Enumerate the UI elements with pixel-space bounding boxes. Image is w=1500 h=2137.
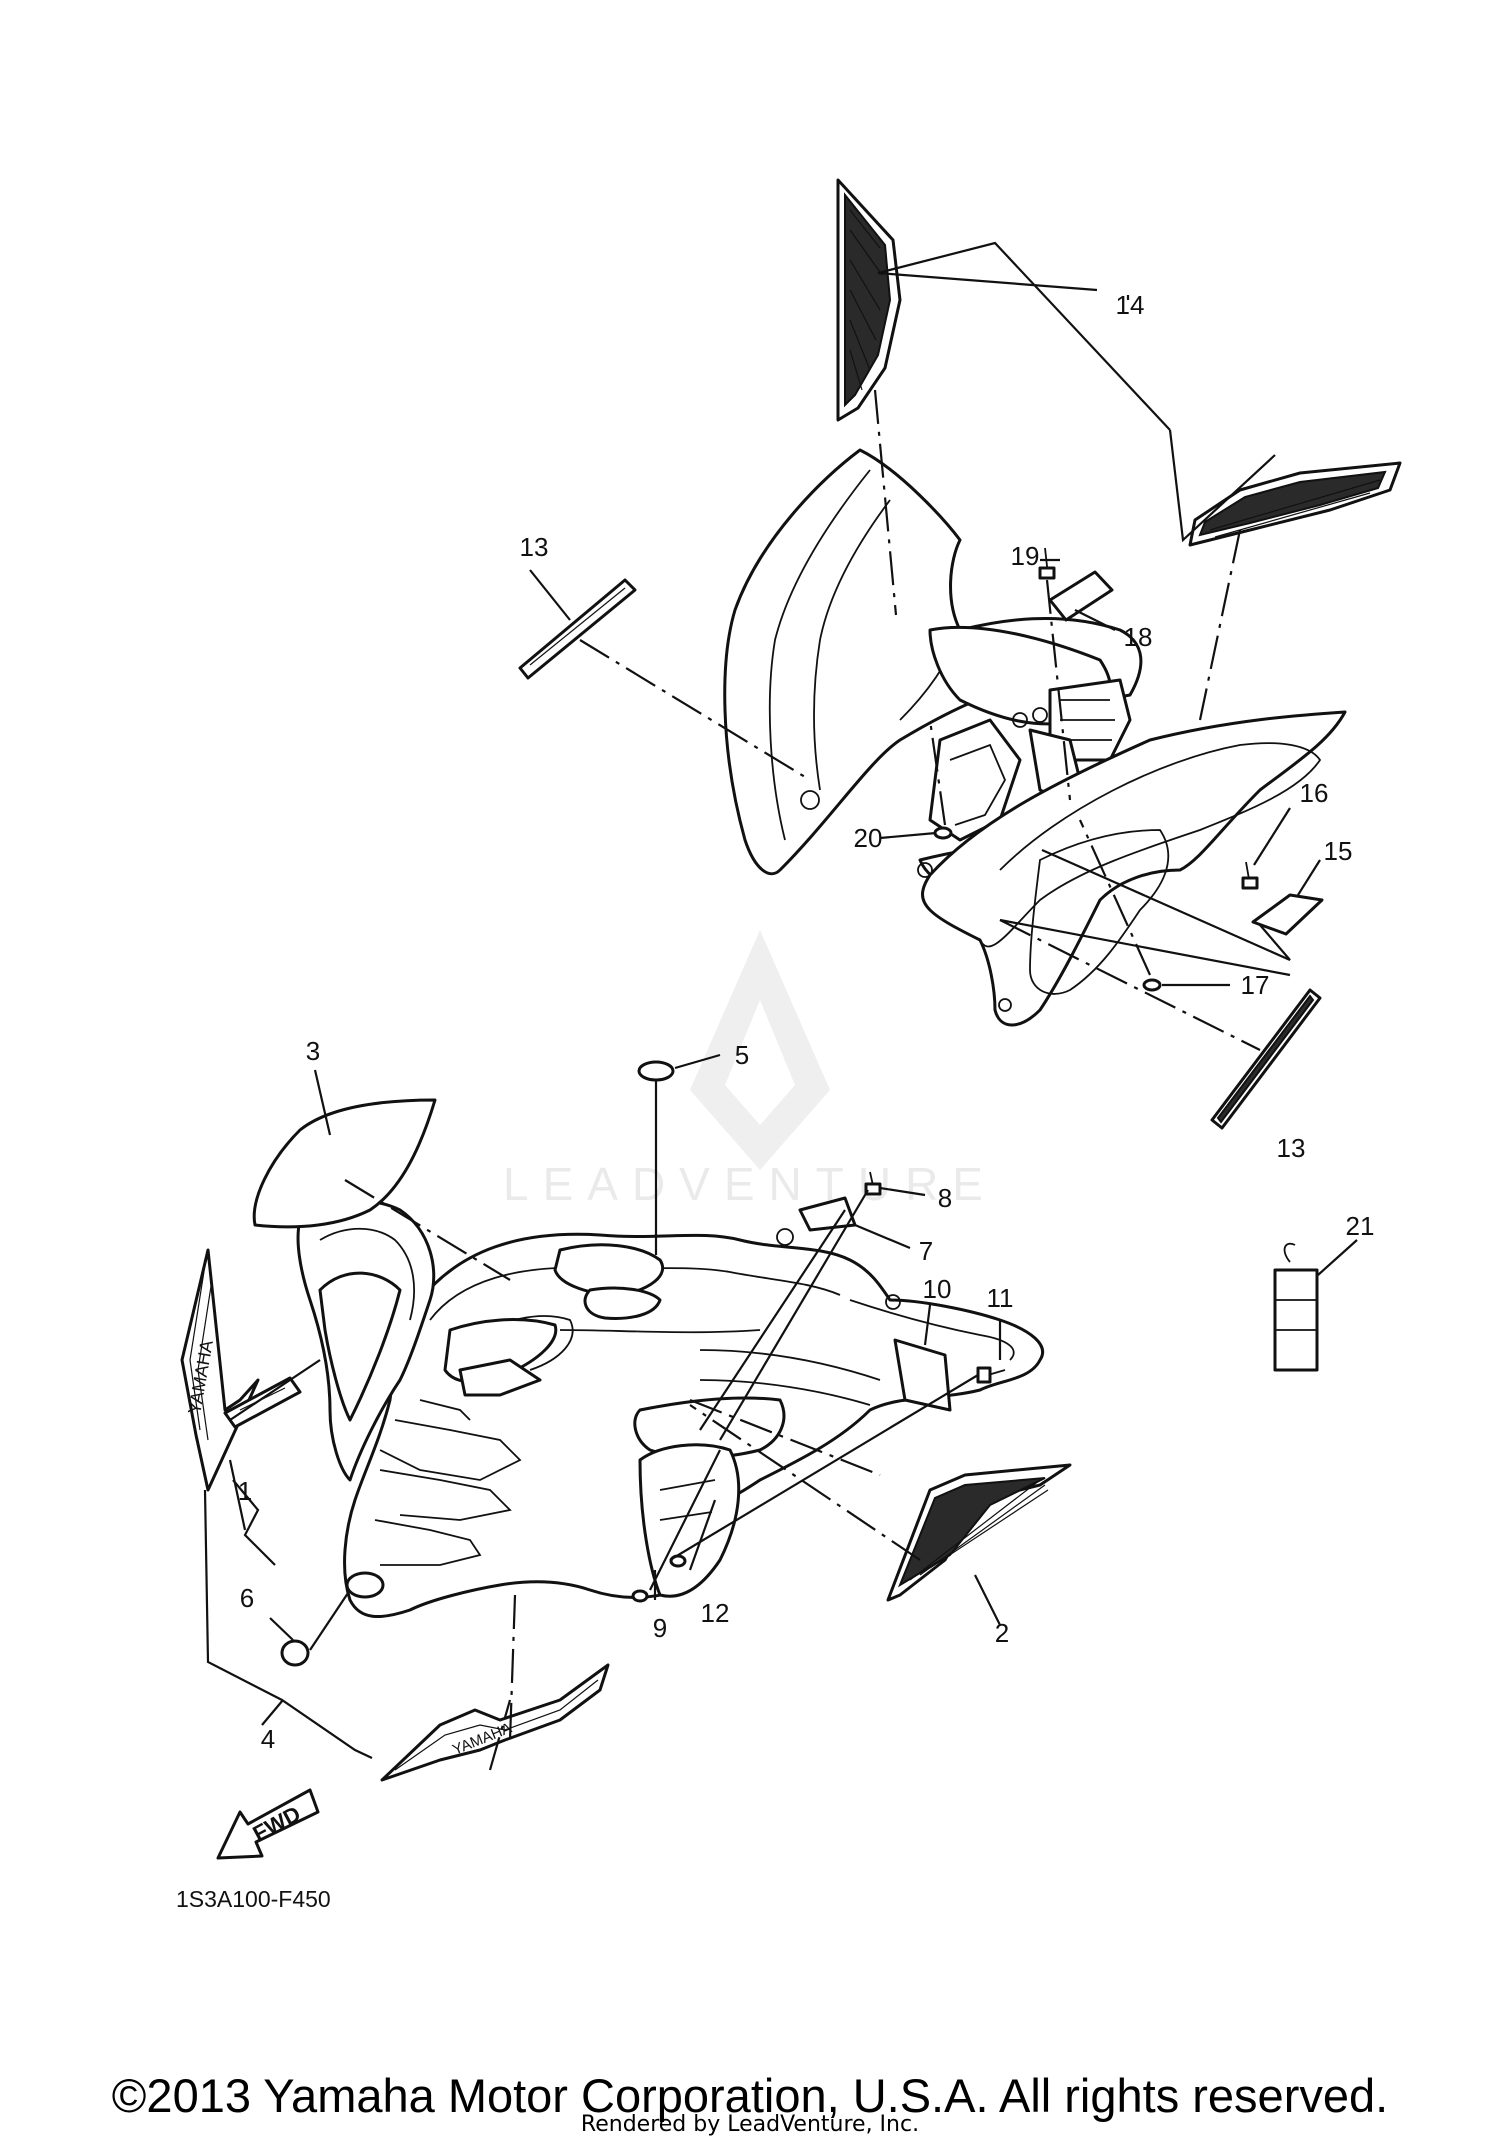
bolt-19 xyxy=(1038,547,1056,580)
grommet-17 xyxy=(1142,978,1162,992)
rear-fender xyxy=(723,448,1143,902)
front-fender xyxy=(296,1199,1044,1619)
callout-16: 16 xyxy=(1300,778,1329,808)
callout-12: 12 xyxy=(701,1598,730,1628)
callout-10: 10 xyxy=(923,1274,952,1304)
callout-20: 20 xyxy=(854,823,883,853)
callout-21: 21 xyxy=(1346,1211,1375,1241)
decal-14-right xyxy=(1188,461,1402,547)
watermark-text: LEADVENTURE xyxy=(503,1158,997,1210)
plate-15 xyxy=(1251,893,1324,936)
cap-5 xyxy=(637,1060,675,1082)
tag-21 xyxy=(1273,1242,1319,1372)
callout-17: 17 xyxy=(1241,970,1270,1000)
callout-15: 15 xyxy=(1324,836,1353,866)
rear-fender-lower xyxy=(921,710,1347,1027)
plate-10 xyxy=(893,1338,952,1412)
rendered-by-text: Rendered by LeadVenture, Inc. xyxy=(580,2112,920,2137)
callout-14: 14 xyxy=(1116,290,1145,320)
callout-7: 7 xyxy=(919,1236,933,1266)
callout-8: 8 xyxy=(938,1183,952,1213)
decal-3 xyxy=(252,1098,437,1229)
plate-18 xyxy=(1048,570,1114,622)
decal-4-upper: YAMAHA xyxy=(180,1248,260,1492)
figure-code: 1S3A100-F450 xyxy=(176,1886,331,1912)
callout-9: 9 xyxy=(653,1613,667,1643)
decal-13-bottom xyxy=(1210,988,1322,1130)
callout-11: 11 xyxy=(987,1283,1014,1313)
leadventure-watermark: LEADVENTURE xyxy=(503,930,997,1210)
callout-13-top: 13 xyxy=(520,532,549,562)
callout-4: 4 xyxy=(261,1724,275,1754)
callout-6: 6 xyxy=(240,1583,254,1613)
grommet-9 xyxy=(631,1589,649,1603)
callout-5: 5 xyxy=(735,1040,749,1070)
callout-1: 1 xyxy=(238,1476,252,1506)
cap-6 xyxy=(280,1639,310,1667)
callout-labels: 1 2 3 4 5 6 7 8 9 10 11 12 13 13 14 15 1… xyxy=(238,290,1375,1754)
callout-3: 3 xyxy=(306,1036,320,1066)
callout-2: 2 xyxy=(995,1618,1009,1648)
decal-4-lower: YAMAHA xyxy=(380,1663,610,1782)
grommet-20 xyxy=(933,826,953,840)
callout-13-bottom: 13 xyxy=(1277,1133,1306,1163)
decal-13-top xyxy=(518,578,637,680)
callout-19: 19 xyxy=(1011,541,1040,571)
copyright-text: ©2013 Yamaha Motor Corporation, U.S.A. A… xyxy=(111,2069,1389,2122)
decal-2 xyxy=(886,1463,1072,1602)
decal-14-left xyxy=(836,178,902,422)
callout-18: 18 xyxy=(1124,622,1153,652)
fwd-arrow-icon: FWD xyxy=(216,1788,320,1860)
bolt-16 xyxy=(1241,861,1259,890)
leader-lines xyxy=(203,241,1358,1771)
